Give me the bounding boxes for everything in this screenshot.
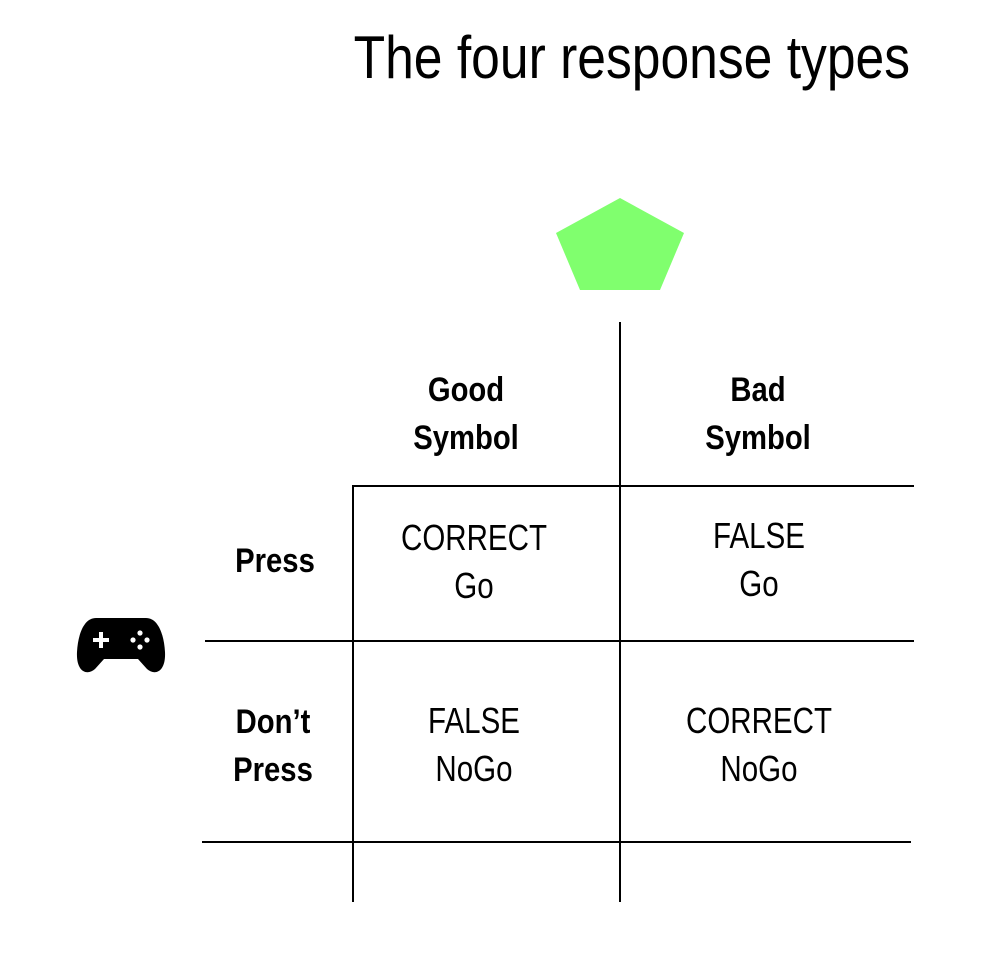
row-header-dont-press: Don’t Press	[233, 703, 313, 789]
cell-correct-go: CORRECT Go	[401, 517, 547, 606]
page-title: The four response types	[353, 24, 910, 91]
gamepad-icon	[76, 618, 166, 673]
grid-line-horizontal-middle	[205, 640, 914, 642]
grid-line-horizontal-top	[352, 485, 914, 487]
grid-line-horizontal-bottom	[202, 841, 911, 843]
row-header-press: Press	[235, 542, 315, 580]
pentagon-icon	[556, 198, 684, 290]
column-header-bad-symbol: Bad Symbol	[705, 371, 811, 457]
cell-false-nogo: FALSE NoGo	[428, 700, 520, 789]
cell-correct-nogo: CORRECT NoGo	[686, 700, 832, 789]
column-header-good-symbol: Good Symbol	[413, 371, 519, 457]
grid-line-vertical-left	[352, 486, 354, 902]
cell-false-go: FALSE Go	[713, 515, 805, 604]
grid-line-vertical-center	[619, 322, 621, 902]
